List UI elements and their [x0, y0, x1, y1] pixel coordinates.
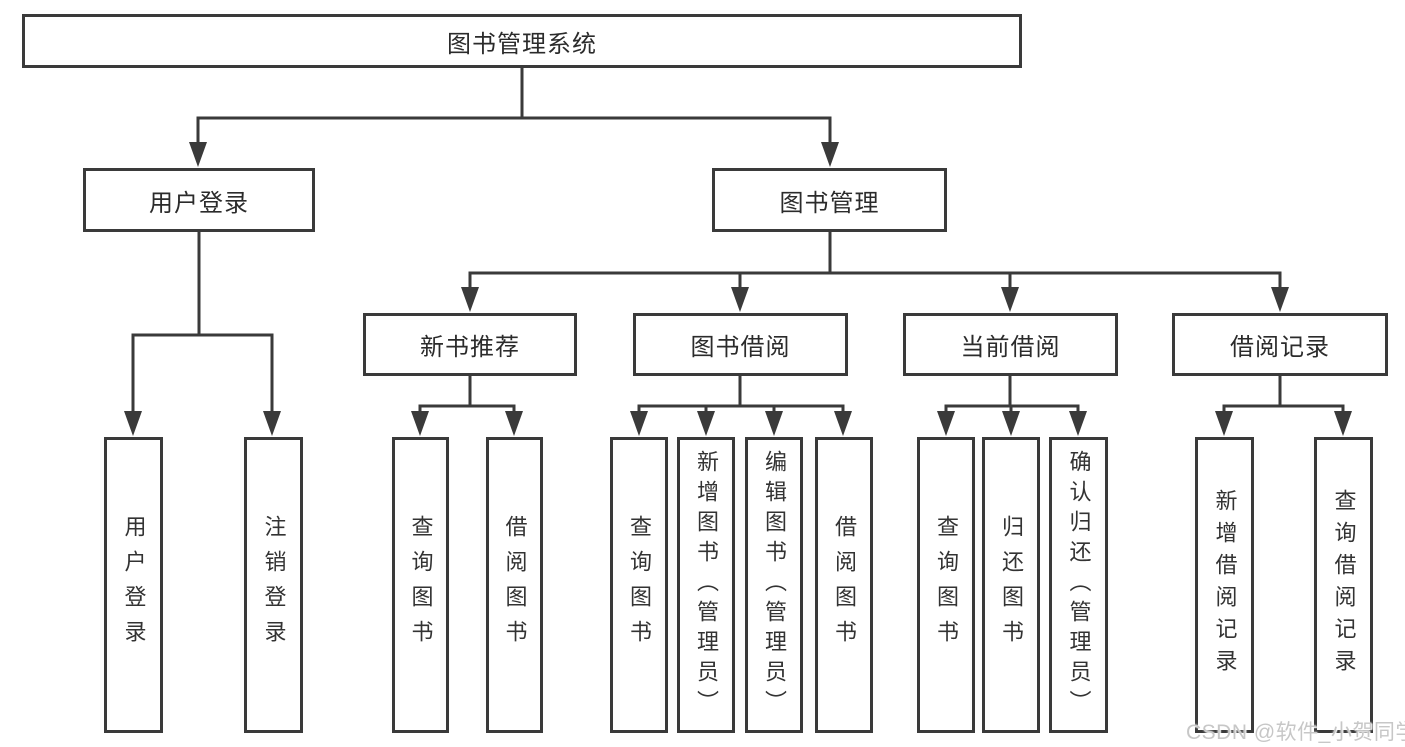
node-label: 用户登录 [149, 189, 249, 217]
node-label: 查询图书 [627, 515, 652, 655]
arrowhead-down-icon [1334, 411, 1352, 436]
node-label: 新增借阅记录 [1212, 489, 1238, 681]
node-add-borrow-record: 新增借阅记录 [1195, 437, 1254, 733]
node-label: 新书推荐 [420, 334, 520, 361]
node-label: 新增图书（管理员） [694, 450, 719, 720]
node-borrowing-records: 借阅记录 [1172, 313, 1388, 376]
node-label: 当前借阅 [960, 334, 1061, 361]
node-query-borrow-record: 查询借阅记录 [1314, 437, 1373, 733]
node-book-management: 图书管理 [712, 168, 947, 232]
arrowhead-down-icon [1271, 287, 1289, 312]
csdn-watermark: CSDN @软件_小贺同学 [1186, 721, 1405, 744]
node-label: 借阅记录 [1230, 334, 1330, 361]
node-confirm-return-admin: 确认归还（管理员） [1049, 437, 1108, 733]
node-edit-books-admin: 编辑图书（管理员） [745, 437, 803, 733]
arrowhead-down-icon [189, 142, 207, 167]
node-label: 图书管理 [779, 189, 880, 217]
node-new-book-recommendation: 新书推荐 [363, 313, 577, 376]
node-library-management-system: 图书管理系统 [22, 14, 1022, 68]
arrowhead-down-icon [505, 411, 523, 436]
node-label: 归还图书 [999, 515, 1024, 655]
node-query-books-recommend: 查询图书 [392, 437, 449, 733]
node-borrow-books: 借阅图书 [815, 437, 873, 733]
node-borrow-books-recommend: 借阅图书 [486, 437, 543, 733]
arrowhead-down-icon [1001, 287, 1019, 312]
node-label: 借阅图书 [832, 515, 857, 655]
node-label: 查询图书 [934, 515, 959, 655]
arrowhead-down-icon [1215, 411, 1233, 436]
node-label: 确认归还（管理员） [1066, 450, 1092, 720]
node-label: 借阅图书 [502, 515, 528, 655]
arrowhead-down-icon [461, 287, 479, 312]
arrowhead-down-icon [411, 411, 429, 436]
node-return-books: 归还图书 [982, 437, 1040, 733]
node-label: 编辑图书（管理员） [762, 450, 787, 720]
node-user-login: 用户登录 [83, 168, 315, 232]
node-logout: 注销登录 [244, 437, 303, 733]
connector-line [418, 374, 516, 408]
arrowhead-down-icon [834, 411, 852, 436]
node-current-borrowing: 当前借阅 [903, 313, 1118, 376]
arrowhead-down-icon [937, 411, 955, 436]
arrowhead-down-icon [1002, 411, 1020, 436]
connector-line [468, 230, 1282, 275]
node-label: 图书借阅 [690, 334, 791, 361]
node-label: 查询借阅记录 [1331, 489, 1357, 681]
arrowhead-down-icon [630, 411, 648, 436]
connector-line [1222, 374, 1345, 408]
node-label: 图书管理系统 [447, 30, 597, 58]
arrowhead-down-icon [1069, 411, 1087, 436]
node-add-books-admin: 新增图书（管理员） [677, 437, 735, 733]
arrowhead-down-icon [263, 411, 281, 436]
arrowhead-down-icon [765, 411, 783, 436]
connector-line [944, 374, 1080, 408]
node-book-borrowing: 图书借阅 [633, 313, 848, 376]
node-label: 查询图书 [408, 515, 434, 655]
node-label: 注销登录 [261, 515, 287, 655]
connector-line [131, 230, 274, 337]
node-query-books-borrowing: 查询图书 [610, 437, 668, 733]
connector-line [196, 66, 832, 120]
arrowhead-down-icon [731, 287, 749, 312]
arrowhead-down-icon [821, 142, 839, 167]
arrowhead-down-icon [124, 411, 142, 436]
node-user-login-action: 用户登录 [104, 437, 163, 733]
node-label: 用户登录 [121, 515, 147, 655]
node-query-books-current: 查询图书 [917, 437, 975, 733]
connector-line [637, 374, 845, 408]
arrowhead-down-icon [697, 411, 715, 436]
